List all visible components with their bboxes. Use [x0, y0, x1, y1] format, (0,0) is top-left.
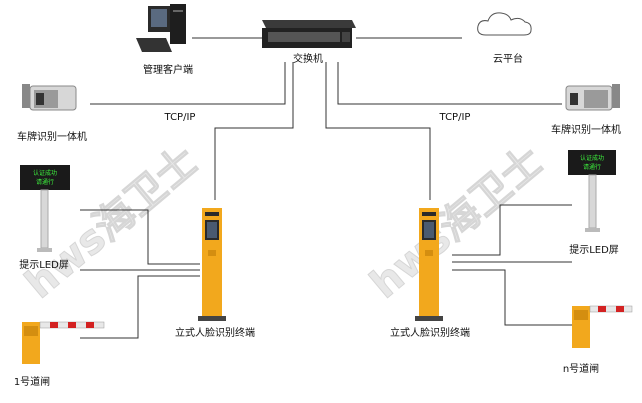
barrier-right-label: n号道闸: [563, 362, 599, 375]
camera-left-label: 车牌识别一体机: [17, 130, 87, 143]
tcp-ip-left-label: TCP/IP: [164, 112, 196, 123]
barrier-left-icon: [22, 322, 104, 364]
terminal-right-icon: [415, 208, 443, 321]
cloud-icon: [478, 13, 531, 35]
camera-right-label: 车牌识别一体机: [551, 123, 621, 136]
svg-text:认证成功: 认证成功: [33, 169, 57, 177]
barrier-right-icon: [572, 306, 632, 348]
led-right-label: 提示LED屏: [569, 244, 619, 256]
switch-label: 交换机: [293, 52, 323, 65]
link-barrier-right-terminal: [452, 270, 572, 325]
svg-text:认证成功: 认证成功: [580, 154, 604, 162]
watermark-right: hws海卫士: [362, 138, 552, 308]
pc-client-label: 管理客户端: [143, 63, 193, 76]
terminal-right-label: 立式人脸识别终端: [390, 326, 470, 339]
svg-text:hws海卫士: hws海卫士: [362, 138, 552, 308]
terminal-left-label: 立式人脸识别终端: [175, 326, 255, 339]
led-right-icon: 认证成功 请通行: [568, 150, 616, 232]
tcp-ip-right-label: TCP/IP: [439, 112, 471, 123]
link-switch-terminal-right: [326, 62, 430, 200]
cloud-label: 云平台: [493, 52, 523, 65]
svg-text:请通行: 请通行: [36, 178, 54, 186]
network-switch-icon: [262, 20, 356, 48]
camera-right-icon: [566, 84, 620, 110]
link-switch-terminal-left: [215, 62, 293, 200]
link-switch-camera-right: [338, 62, 562, 104]
camera-left-icon: [22, 84, 76, 110]
terminal-left-icon: [198, 208, 226, 321]
pc-client-icon: [136, 4, 186, 52]
led-left-label: 提示LED屏: [19, 259, 69, 271]
barrier-left-label: 1号道闸: [14, 375, 50, 388]
svg-text:请通行: 请通行: [583, 163, 601, 171]
